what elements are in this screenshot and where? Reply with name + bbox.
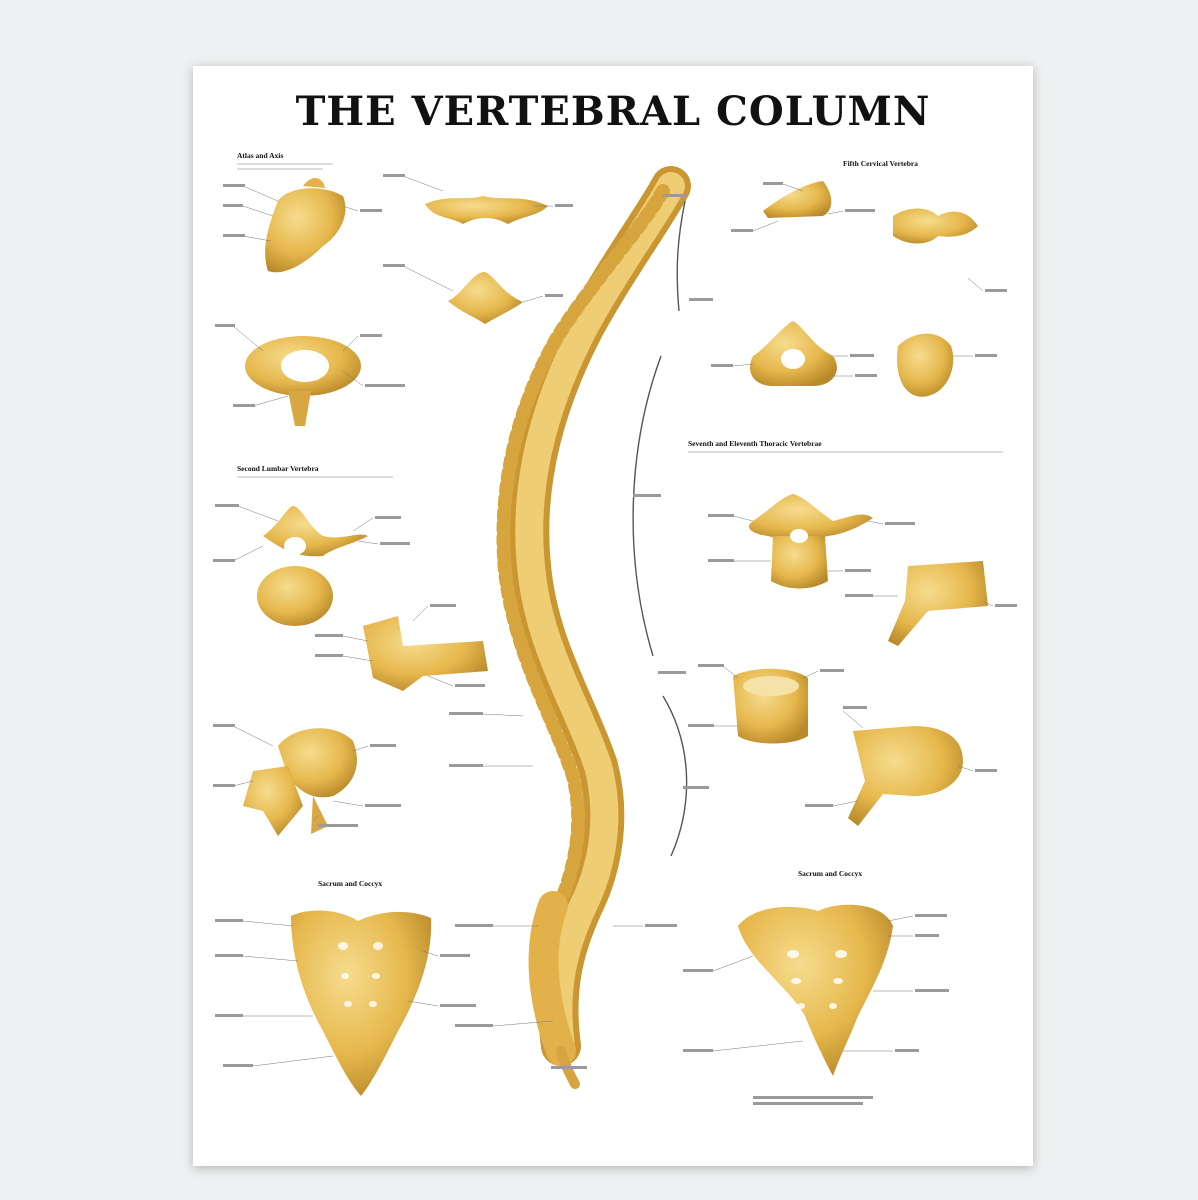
curvature-indicators bbox=[632, 200, 688, 857]
poster-artwork: Atlas and Axis bbox=[213, 151, 1017, 1105]
lumbar-right-panel bbox=[688, 664, 997, 826]
thoracic-vertebra-panel: Seventh and Eleventh Thoracic Vertebrae bbox=[688, 439, 1017, 646]
lumbar-vertebra-panel: Second Lumbar Vertebra bbox=[213, 464, 488, 691]
sacrum-posterior-panel: Sacrum and Coccyx bbox=[215, 879, 476, 1096]
poster-title: THE VERTEBRAL COLUMN bbox=[295, 88, 931, 135]
vertebral-column-illustration bbox=[496, 166, 691, 1089]
svg-text:Atlas and Axis: Atlas and Axis bbox=[237, 151, 283, 160]
svg-text:Fifth Cervical Vertebra: Fifth Cervical Vertebra bbox=[843, 159, 918, 168]
cervical-vertebra-panel: Fifth Cervical Vertebra bbox=[711, 159, 1007, 397]
anatomy-poster: THE VERTEBRAL COLUMN Atlas and Axis bbox=[193, 66, 1033, 1166]
lumbar-lateral-panel bbox=[213, 724, 401, 836]
svg-text:Seventh and Eleventh Thoracic: Seventh and Eleventh Thoracic Vertebrae bbox=[688, 439, 822, 448]
spine-leader-labels bbox=[449, 194, 873, 1105]
sacrum-anterior-panel: Sacrum and Coccyx bbox=[683, 869, 949, 1076]
svg-text:Sacrum and Coccyx: Sacrum and Coccyx bbox=[318, 879, 382, 888]
svg-text:Second Lumbar Vertebra: Second Lumbar Vertebra bbox=[237, 464, 319, 473]
svg-text:Sacrum and Coccyx: Sacrum and Coccyx bbox=[798, 869, 862, 878]
atlas-axis-panel: Atlas and Axis bbox=[215, 151, 573, 426]
